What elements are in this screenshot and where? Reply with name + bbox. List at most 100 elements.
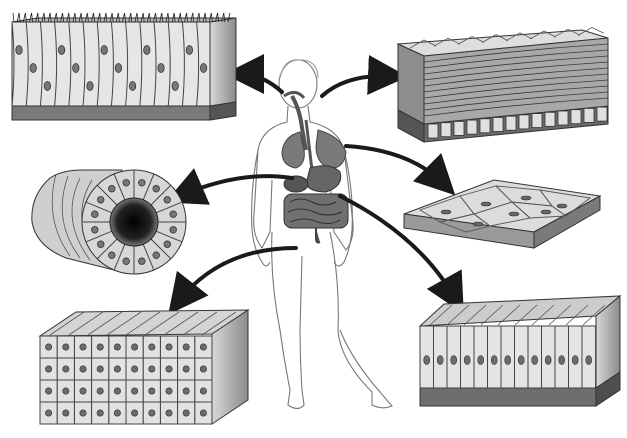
- cell-nucleus: [114, 410, 120, 416]
- cell-nucleus: [131, 388, 137, 394]
- cell-nucleus: [44, 82, 50, 91]
- cell-nucleus: [114, 344, 120, 350]
- arrow-to-stratified-squamous: [322, 76, 392, 96]
- cell-nucleus: [30, 64, 36, 73]
- cell-nucleus: [166, 410, 172, 416]
- cell-nucleus: [164, 196, 171, 203]
- cell-nucleus: [200, 388, 206, 394]
- cell-nucleus: [87, 82, 93, 91]
- cell-nucleus: [164, 241, 171, 248]
- right-leg-outline: [330, 232, 392, 408]
- cell-nucleus: [183, 344, 189, 350]
- tubule-lumen: [110, 198, 158, 246]
- cell-nucleus: [91, 211, 98, 218]
- cell-nucleus: [139, 258, 146, 265]
- cell-nucleus: [97, 410, 103, 416]
- cell-nucleus: [123, 258, 130, 265]
- cell-nucleus: [170, 211, 177, 218]
- cell-nucleus: [149, 366, 155, 372]
- cell-nucleus: [114, 388, 120, 394]
- basal-cell: [532, 114, 542, 128]
- cell-nucleus: [166, 344, 172, 350]
- cell-nucleus: [557, 204, 567, 208]
- cell-nucleus: [129, 82, 135, 91]
- cell-nucleus: [101, 46, 107, 55]
- cell-nucleus: [115, 64, 121, 73]
- cell-nucleus: [45, 410, 51, 416]
- basal-cell: [584, 108, 594, 122]
- cell-nucleus: [144, 46, 150, 55]
- cell-nucleus: [73, 64, 79, 73]
- arrow-to-squamous-sheet: [346, 146, 444, 184]
- cell-nucleus: [63, 366, 69, 372]
- cell-nucleus: [149, 410, 155, 416]
- basal-cell: [519, 115, 529, 129]
- arrow-to-cuboidal-block: [178, 248, 296, 302]
- cell-nucleus: [97, 366, 103, 372]
- rectum-organ: [316, 228, 320, 243]
- cell-nucleus: [153, 185, 160, 192]
- basal-cell: [558, 111, 568, 125]
- basal-cell: [506, 116, 516, 130]
- columnar-tissue-block: [420, 296, 620, 406]
- cuboidal-tissue-block: [40, 310, 248, 424]
- left-leg-outline: [272, 232, 304, 409]
- cell-nucleus: [97, 344, 103, 350]
- cell-nucleus: [572, 356, 578, 365]
- cell-nucleus: [509, 212, 519, 216]
- cell-nucleus: [45, 388, 51, 394]
- cell-nucleus: [183, 410, 189, 416]
- basal-cell: [428, 124, 438, 138]
- cell-nucleus: [441, 210, 451, 214]
- cell-nucleus: [123, 179, 130, 186]
- cell-nucleus: [97, 241, 104, 248]
- cell-nucleus: [153, 252, 160, 259]
- basal-cell: [441, 123, 451, 137]
- cell-nucleus: [80, 366, 86, 372]
- cell-nucleus: [131, 410, 137, 416]
- cell-nucleus: [473, 222, 483, 226]
- cell-nucleus: [149, 344, 155, 350]
- basal-cell: [467, 120, 477, 134]
- cell-nucleus: [586, 356, 592, 365]
- cell-nucleus: [80, 344, 86, 350]
- cell-nucleus: [464, 356, 470, 365]
- cilium: [13, 13, 14, 22]
- cell-nucleus: [545, 356, 551, 365]
- cell-nucleus: [63, 410, 69, 416]
- cell-nucleus: [541, 210, 551, 214]
- cell-nucleus: [505, 356, 511, 365]
- cell-nucleus: [451, 356, 457, 365]
- cell-nucleus: [45, 344, 51, 350]
- cell-nucleus: [108, 252, 115, 259]
- cell-nucleus: [63, 344, 69, 350]
- cell-nucleus: [186, 46, 192, 55]
- cell-nucleus: [521, 196, 531, 200]
- cell-nucleus: [424, 356, 430, 365]
- cell-nucleus: [16, 46, 22, 55]
- head-outline: [279, 60, 317, 108]
- arrow-to-tubule: [180, 176, 292, 196]
- cell-nucleus: [183, 388, 189, 394]
- cell-nucleus: [114, 366, 120, 372]
- cell-nucleus: [172, 82, 178, 91]
- cell-nucleus: [158, 64, 164, 73]
- cell-nucleus: [80, 410, 86, 416]
- cell-nucleus: [58, 46, 64, 55]
- basal-cell: [493, 118, 503, 132]
- cell-nucleus: [108, 185, 115, 192]
- cell-nucleus: [131, 344, 137, 350]
- cell-nucleus: [518, 356, 524, 365]
- cell-nucleus: [139, 179, 146, 186]
- ciliated-tissue-block: [12, 13, 236, 120]
- cell-nucleus: [97, 388, 103, 394]
- cell-nucleus: [170, 227, 177, 234]
- cell-nucleus: [200, 366, 206, 372]
- cell-nucleus: [97, 196, 104, 203]
- cell-nucleus: [491, 356, 497, 365]
- cell-nucleus: [45, 366, 51, 372]
- stomach-organ: [306, 166, 341, 192]
- tubule-cross-section: [32, 170, 186, 274]
- basal-cell: [454, 121, 464, 135]
- cell-nucleus: [200, 64, 206, 73]
